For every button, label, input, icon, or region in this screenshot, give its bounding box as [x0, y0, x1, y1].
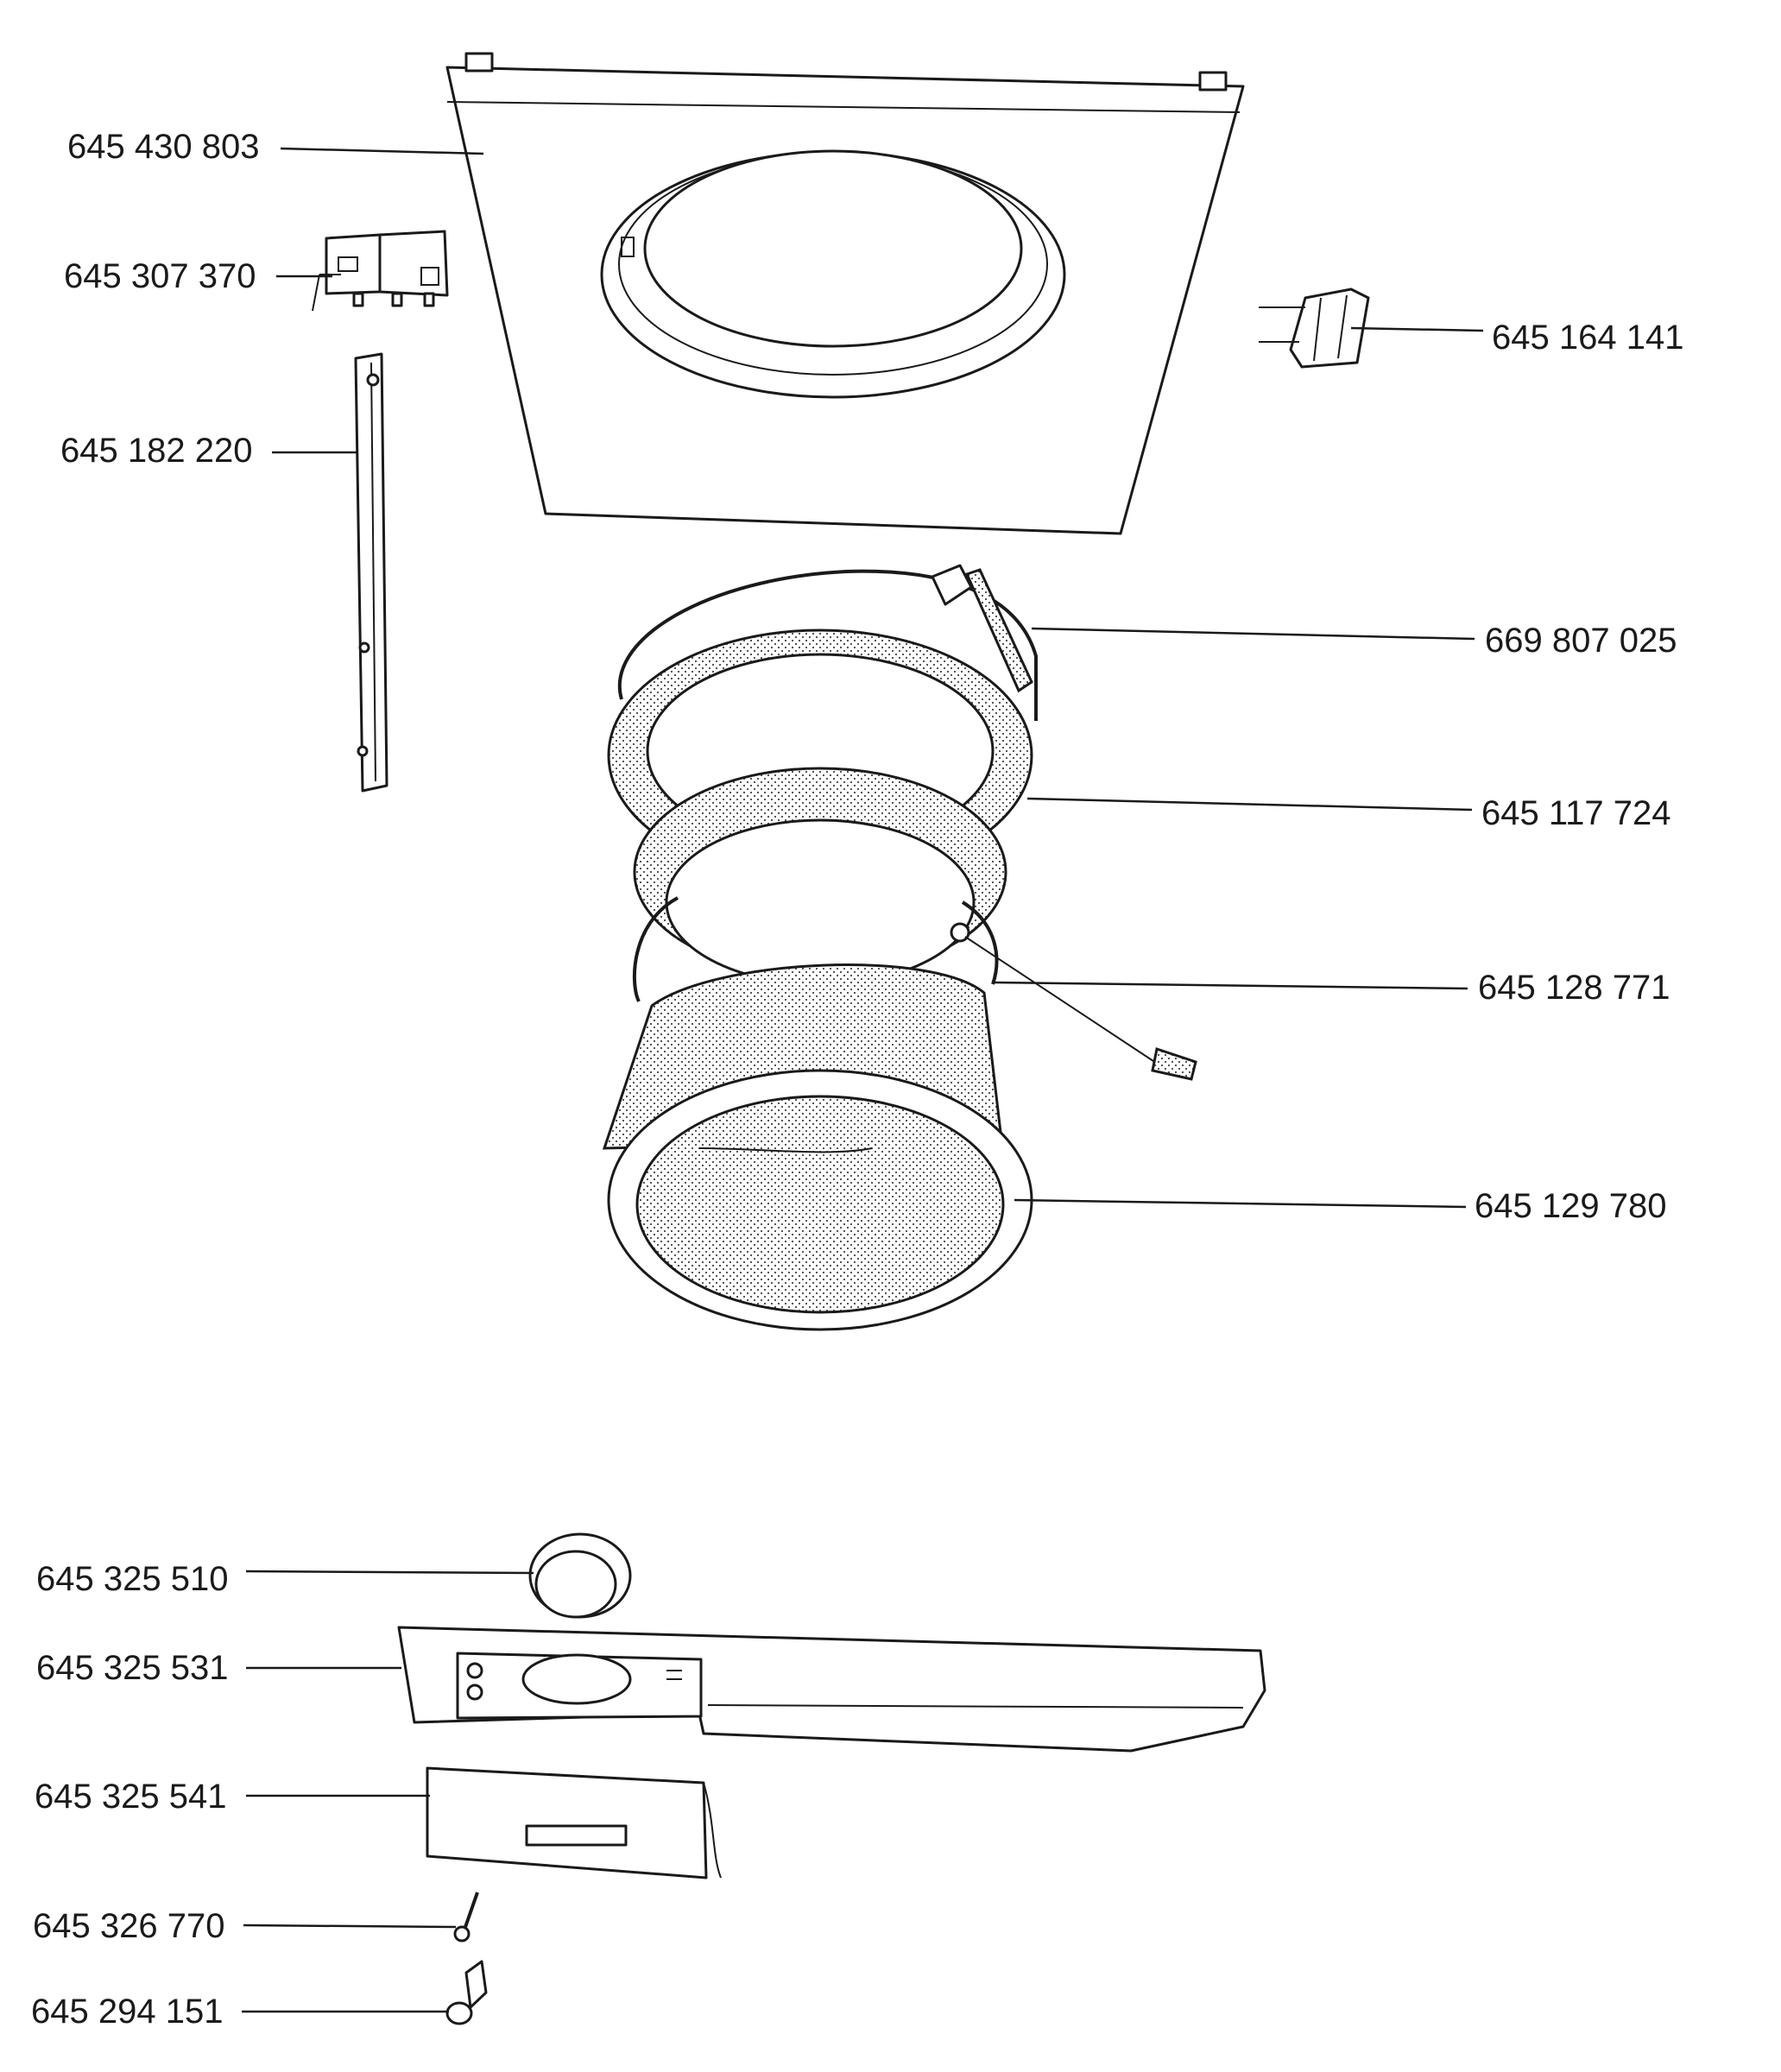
leader-door-glass: [1014, 1198, 1467, 1209]
front-panel-part: [445, 52, 1245, 535]
program-knob-ring-part: [528, 1532, 632, 1619]
label-door-hinge: 645 164 141: [1492, 319, 1683, 357]
leader-pin: [243, 1924, 457, 1929]
label-pin: 645 326 770: [33, 1907, 224, 1945]
clamp-ring-part: [632, 896, 1197, 1081]
leader-door-hinge: [1350, 326, 1484, 332]
label-door-seal: 645 117 724: [1481, 794, 1670, 832]
pin-part: [453, 1892, 479, 1942]
label-clamp-ring: 645 128 771: [1478, 969, 1670, 1007]
knob-part: [445, 1960, 488, 2025]
label-drawer-front: 645 325 541: [35, 1778, 226, 1816]
drawer-front-part: [426, 1766, 722, 1879]
control-panel-part: [397, 1626, 1266, 1753]
door-seal-part: [607, 629, 1033, 986]
door-lock-part: [312, 230, 449, 312]
label-program-knob-ring: 645 325 510: [36, 1560, 228, 1598]
label-front-panel: 645 430 803: [67, 128, 259, 166]
leader-clamp-ring: [994, 981, 1468, 990]
leader-door-seal: [1026, 797, 1473, 812]
leader-program-knob-ring: [245, 1570, 534, 1575]
part-labels: 645 430 803 645 307 370 645 164 141 645 …: [31, 128, 1683, 2031]
label-knob: 645 294 151: [31, 1993, 223, 2031]
label-control-panel: 645 325 531: [36, 1649, 228, 1687]
door-glass-part: [602, 963, 1033, 1331]
label-door-lock: 645 307 370: [64, 257, 256, 295]
label-door-glass: 645 129 780: [1475, 1187, 1666, 1225]
label-lever-bar: 645 182 220: [60, 432, 252, 470]
leader-clamp-band: [1031, 627, 1475, 641]
leader-lines: [242, 147, 1484, 2013]
clamp-band-part: [618, 564, 1038, 721]
door-hinge-part: [1259, 287, 1370, 369]
lever-bar-part: [354, 352, 388, 793]
leader-front-panel: [280, 147, 484, 155]
label-clamp-band: 669 807 025: [1485, 622, 1677, 660]
